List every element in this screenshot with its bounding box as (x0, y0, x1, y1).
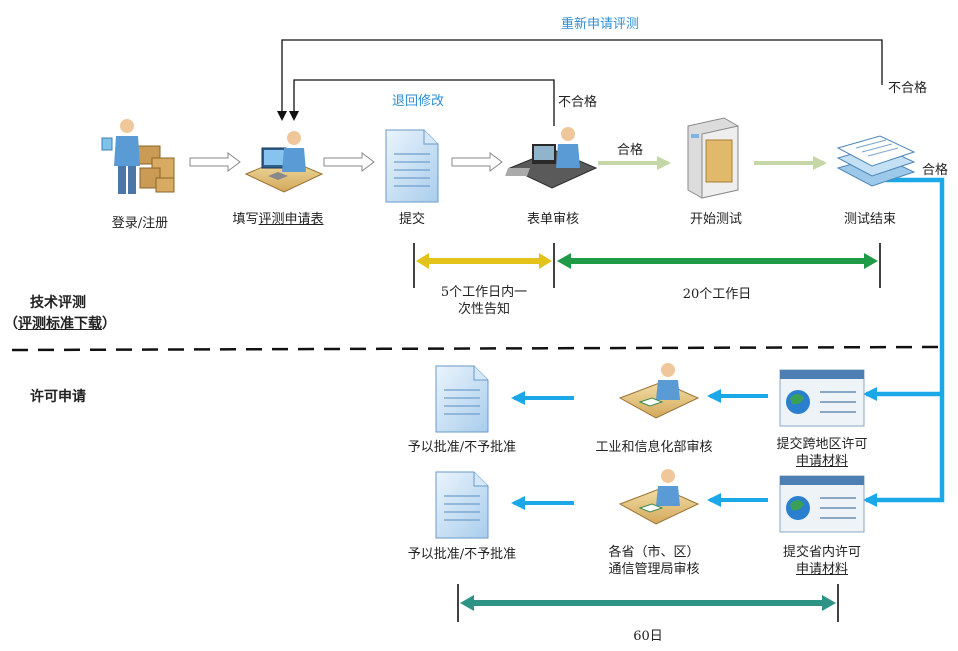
row2-review-label: 各省（市、区） 通信管理局审核 (608, 544, 699, 578)
row1-submit-line1: 提交跨地区许可 (776, 437, 868, 452)
sixty-day-label: 60日 (633, 629, 663, 644)
person-at-workstation-icon (505, 127, 598, 189)
license-trunk-line (886, 177, 945, 394)
review-pass-label: 合格 (617, 143, 644, 158)
step-fill-label: 填写评测申请表 (232, 211, 323, 228)
step-review-label: 表单审核 (526, 212, 580, 227)
row2-materials-link[interactable]: 申请材料 (795, 562, 849, 577)
document-icon (385, 129, 439, 203)
web-browser-globe-icon (779, 475, 865, 533)
review-fail-label: 不合格 (558, 95, 598, 110)
eval-application-form-link[interactable]: 评测申请表 (258, 212, 324, 227)
return-edit-loop-arrow (289, 79, 555, 126)
step-arrow-login-to-fill (189, 152, 241, 172)
five-day-line2: 次性告知 (457, 302, 510, 317)
paren-close: ） (102, 316, 116, 332)
five-day-line1: 5个工作日内一 (440, 285, 528, 300)
person-at-computer-icon (244, 131, 324, 193)
sixty-day-bar (457, 584, 839, 622)
license-apply-heading: 许可申请 (30, 389, 86, 405)
reapply-label: 重新申请评测 (560, 17, 640, 32)
license-arrow-to-row2 (863, 394, 945, 507)
step-test-end-label: 测试结束 (843, 212, 897, 227)
twenty-day-bar (557, 243, 881, 288)
step-submit-label: 提交 (398, 212, 426, 227)
person-with-boxes-icon (101, 119, 175, 194)
five-day-label: 5个工作日内一次性告知 (441, 284, 527, 318)
row1-result-label: 予以批准/不予批准 (407, 440, 517, 455)
server-box-icon (687, 117, 739, 199)
step-fill-prefix: 填写 (232, 212, 259, 227)
test-fail-label: 不合格 (888, 81, 928, 96)
tech-eval-heading: 技术评测 (30, 295, 86, 311)
person-at-desk-icon (618, 469, 700, 525)
eval-standard-download-link[interactable]: 评测标准下载 (18, 316, 102, 332)
row1-materials-link[interactable]: 申请材料 (795, 454, 849, 469)
reapply-loop-arrow (277, 39, 883, 121)
person-at-desk-icon (618, 363, 700, 419)
five-day-bar (413, 243, 555, 288)
row2-review-line1: 各省（市、区） (608, 545, 700, 560)
test-pass-label: 合格 (922, 163, 949, 178)
section-divider (11, 345, 941, 352)
document-stack-icon (836, 135, 916, 187)
web-browser-globe-icon (779, 369, 865, 427)
eval-standard-download: （评测标准下载） (4, 316, 116, 333)
paren-open: （ (4, 316, 18, 332)
row1-submit-label: 提交跨地区许可申请材料 (776, 436, 867, 470)
row2-result-label: 予以批准/不予批准 (407, 547, 517, 562)
step-login-label: 登录/注册 (111, 216, 169, 231)
row2-submit-line1: 提交省内许可 (782, 545, 862, 560)
step-start-test-label: 开始测试 (689, 212, 743, 227)
step-arrow-fill-to-submit (323, 152, 375, 172)
row2-submit-label: 提交省内许可申请材料 (783, 544, 861, 578)
twenty-day-label: 20个工作日 (682, 287, 752, 302)
step-arrow-submit-to-review (451, 152, 503, 172)
document-icon (435, 365, 489, 433)
row1-review-label: 工业和信息化部审核 (595, 440, 713, 455)
row2-review-line2: 通信管理局审核 (608, 562, 700, 577)
return-edit-label: 退回修改 (391, 94, 445, 109)
document-icon (435, 471, 489, 539)
